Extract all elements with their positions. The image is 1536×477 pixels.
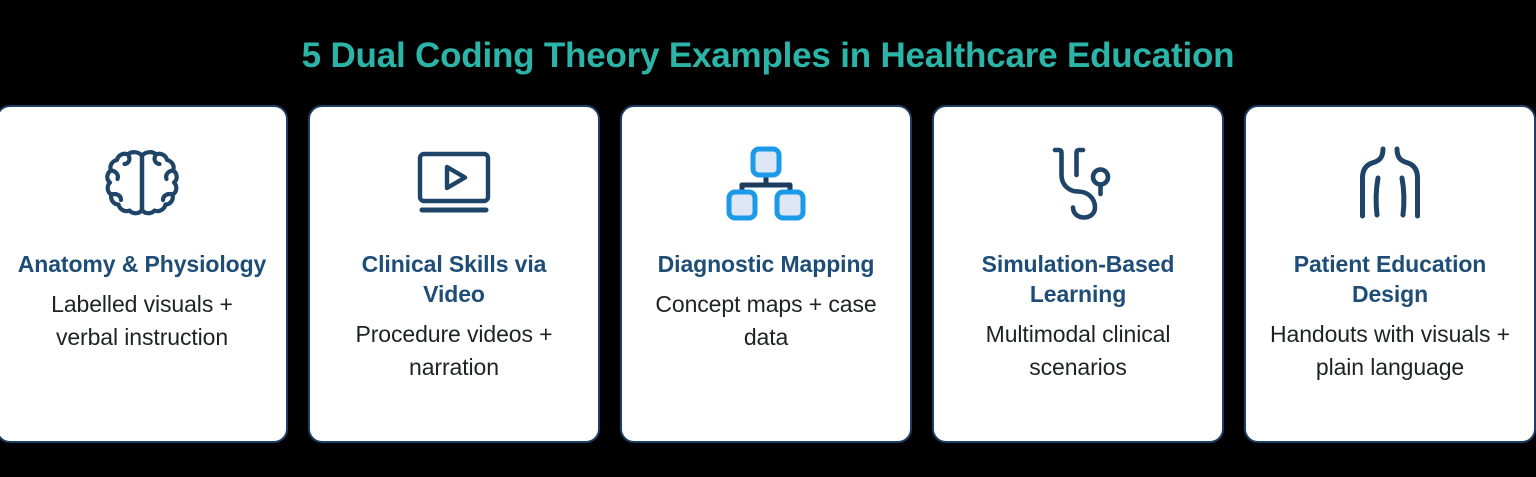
- card-anatomy-physiology[interactable]: Anatomy & Physiology Labelled visuals + …: [0, 105, 288, 443]
- hierarchy-concept-map-icon: [724, 141, 808, 225]
- card-clinical-skills-video[interactable]: Clinical Skills via Video Procedure vide…: [308, 105, 600, 443]
- card-heading: Clinical Skills via Video: [361, 251, 547, 307]
- card-heading: Patient Education Design: [1293, 251, 1487, 307]
- card-heading: Diagnostic Mapping: [657, 251, 875, 277]
- card-heading: Anatomy & Physiology: [17, 251, 267, 277]
- card-heading: Simulation-Based Learning: [981, 251, 1175, 307]
- card-description: Concept maps + case data: [655, 291, 877, 350]
- card-description: Multimodal clinical scenarios: [985, 321, 1171, 380]
- card-description: Handouts with visuals + plain language: [1270, 321, 1510, 380]
- stethoscope-icon: [1040, 141, 1116, 225]
- torso-body-icon: [1354, 141, 1426, 225]
- card-simulation-based-learning[interactable]: Simulation-Based Learning Multimodal cli…: [932, 105, 1224, 443]
- brain-icon: [102, 141, 182, 225]
- card-patient-education-design[interactable]: Patient Education Design Handouts with v…: [1244, 105, 1536, 443]
- card-description: Labelled visuals + verbal instruction: [51, 291, 233, 350]
- card-description: Procedure videos + narration: [355, 321, 553, 380]
- card-grid: Anatomy & Physiology Labelled visuals + …: [0, 105, 1536, 443]
- card-diagnostic-mapping[interactable]: Diagnostic Mapping Concept maps + case d…: [620, 105, 912, 443]
- page-title: 5 Dual Coding Theory Examples in Healthc…: [301, 36, 1235, 75]
- video-monitor-play-icon: [412, 141, 496, 225]
